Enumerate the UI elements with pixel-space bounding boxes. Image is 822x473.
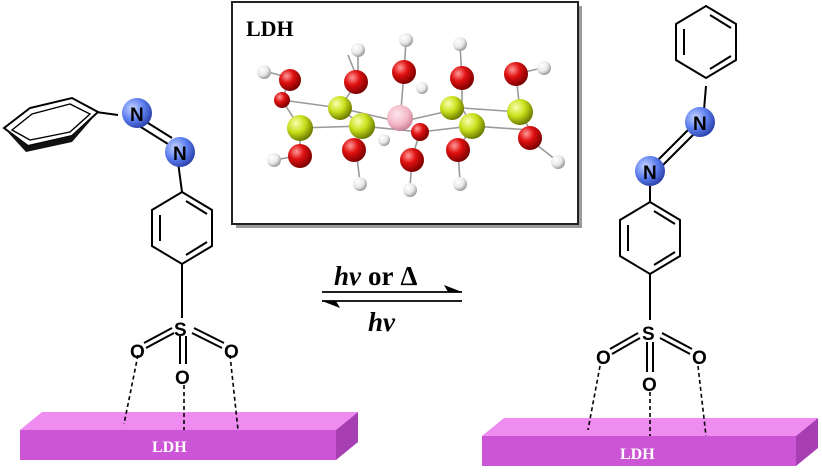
hydrogen-atoms — [257, 33, 565, 197]
hydrogen-atom — [399, 33, 413, 47]
hydrogen-atom — [403, 183, 417, 197]
oxygen-right-label: O — [692, 348, 707, 369]
right-benzene-ring — [619, 186, 681, 294]
hydrogen-atom — [353, 177, 367, 191]
right-contact-lines — [587, 365, 707, 437]
left-benzene-ring — [151, 161, 213, 296]
oxygen-atom — [518, 126, 542, 150]
forward-delta: Δ — [400, 261, 417, 291]
hydrogen-atom — [351, 43, 365, 57]
metal-atom — [349, 113, 375, 139]
left-ldh-slab: LDH — [20, 412, 358, 460]
oxygen-right-label: O — [224, 342, 239, 363]
slab-front-face — [20, 430, 336, 460]
metal-atom — [328, 96, 352, 120]
nitrogen-top-label: N — [130, 105, 144, 126]
oxygen-atom — [342, 138, 366, 162]
oxygen-atom — [411, 123, 429, 141]
oxygen-atoms-top — [279, 60, 528, 94]
hydrogen-atom — [453, 37, 467, 51]
oxygen-atoms-bottom — [288, 126, 542, 172]
reverse-arrow-head — [322, 301, 340, 308]
forward-connector: or — [368, 261, 394, 291]
sulfur-label: S — [642, 324, 655, 345]
right-top-phenyl — [675, 4, 737, 80]
forward-symbol: hν — [334, 261, 362, 291]
slab-label: LDH — [620, 446, 655, 463]
oxygen-bottom-label: O — [642, 375, 657, 396]
left-contact-lines — [123, 354, 239, 431]
hydrogen-atom — [551, 155, 565, 169]
slab-side-face — [796, 418, 818, 466]
oxygen-left-label: O — [130, 342, 145, 363]
sulfur-label: S — [174, 320, 187, 341]
central-metal-atom — [387, 105, 413, 131]
metal-atom — [287, 115, 313, 141]
forward-arrow-head — [444, 285, 462, 292]
oxygen-atom — [450, 66, 474, 90]
nitrogen-bottom-label: N — [173, 144, 187, 165]
nitrogen-top-label: N — [693, 114, 707, 135]
right-molecule: LDH S O O O — [482, 4, 818, 466]
oxygen-atom — [279, 69, 301, 91]
left-molecule: LDH S O O O — [2, 96, 358, 460]
ldh-structure-inset: LDH — [231, 1, 582, 228]
right-ldh-slab: LDH — [482, 418, 818, 466]
nitrogen-top-atom — [685, 107, 715, 137]
right-sulfonate-bonds — [609, 294, 693, 372]
oxygen-atom — [344, 70, 368, 94]
nitrogen-bottom-label: N — [643, 163, 657, 184]
hydrogen-atom — [416, 82, 428, 94]
oxygen-atom — [288, 144, 312, 168]
slab-front-face — [482, 436, 796, 466]
oxygen-bottom-label: O — [175, 368, 190, 389]
nitrogen-bottom-atom — [635, 156, 665, 186]
oxygen-atom — [392, 60, 416, 84]
slab-side-face — [336, 412, 358, 460]
right-azo-bond — [655, 85, 707, 167]
nitrogen-top-atom — [122, 98, 152, 128]
inset-title: LDH — [246, 16, 294, 41]
hydrogen-atom — [537, 61, 551, 75]
hydrogen-atom — [257, 65, 271, 79]
oxygen-atom — [274, 92, 290, 108]
metal-atom — [440, 96, 464, 120]
slab-top-face — [20, 412, 358, 430]
oxygen-left-label: O — [596, 348, 611, 369]
hydrogen-atom — [378, 134, 390, 146]
reverse-condition: hν — [368, 307, 396, 337]
left-tilted-phenyl — [2, 96, 100, 152]
metal-atom — [507, 99, 533, 125]
metal-atom — [459, 113, 485, 139]
oxygen-atom — [504, 62, 528, 86]
nitrogen-bottom-atom — [165, 137, 195, 167]
hydrogen-atom — [267, 153, 281, 167]
slab-label: LDH — [152, 439, 187, 456]
oxygen-atom — [446, 138, 470, 162]
metal-atoms — [274, 92, 533, 141]
hydrogen-atom — [453, 177, 467, 191]
oxygen-atom — [400, 148, 424, 172]
left-sulfonate-bonds — [143, 296, 225, 364]
